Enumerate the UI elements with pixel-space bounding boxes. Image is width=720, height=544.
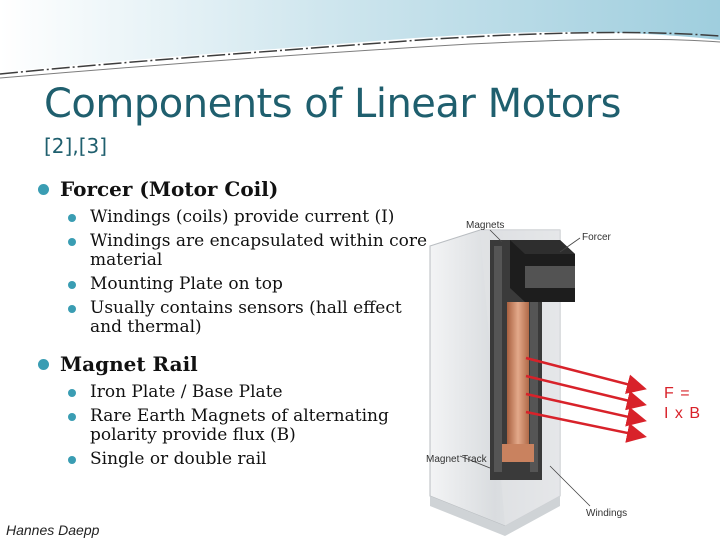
label-windings: Windings: [586, 508, 628, 519]
label-magnet-track: Magnet Track: [426, 454, 487, 465]
bullet-icon: [68, 305, 76, 313]
slide-subtitle: [2],[3]: [44, 134, 108, 158]
slide-title: Components of Linear Motors: [44, 81, 622, 127]
linear-motor-diagram: Magnets Forcer Magnet Track Windings: [410, 206, 720, 540]
bullet-icon: [68, 281, 76, 289]
force-arrow: [525, 410, 647, 443]
bullet-icon: [68, 456, 76, 464]
list-item: Iron Plate / Base Plate: [68, 383, 438, 402]
force-arrows: [459, 229, 647, 507]
header-banner: [0, 0, 720, 79]
label-magnets: Magnets: [466, 220, 505, 231]
bullet-icon: [68, 214, 76, 222]
bullet-icon: [68, 413, 76, 421]
bullet-forcer-label: Forcer (Motor Coil): [60, 177, 279, 201]
list-item: Single or double rail: [68, 450, 438, 469]
bullet-forcer: Forcer (Motor Coil): [38, 176, 438, 202]
bullet-icon: [68, 389, 76, 397]
list-item: Windings (coils) provide current (I): [68, 208, 438, 227]
force-arrow: [525, 374, 647, 411]
linear-motor-illustration: [429, 229, 575, 536]
bullet-magnet-rail-label: Magnet Rail: [60, 352, 198, 376]
list-item: Mounting Plate on top: [68, 275, 438, 294]
bullet-list: Forcer (Motor Coil) Windings (coils) pro…: [38, 176, 438, 474]
forcer-sublist: Windings (coils) provide current (I) Win…: [38, 208, 438, 337]
force-arrow: [525, 356, 647, 394]
magnet-rail-sublist: Iron Plate / Base Plate Rare Earth Magne…: [38, 383, 438, 469]
bullet-icon: [38, 359, 49, 370]
bullet-magnet-rail: Magnet Rail: [38, 351, 438, 377]
list-item: Rare Earth Magnets of alternating polari…: [68, 407, 438, 445]
bullet-icon: [38, 184, 49, 195]
force-arrow: [525, 392, 647, 427]
list-item: Windings are encapsulated within core ma…: [68, 232, 438, 270]
author-credit: Hannes Daepp: [6, 522, 100, 538]
formula-line-2: I x B: [664, 405, 702, 422]
force-formula: F = I x B: [664, 384, 720, 424]
label-forcer: Forcer: [582, 232, 611, 243]
bullet-icon: [68, 238, 76, 246]
formula-line-1: F =: [664, 385, 691, 402]
list-item: Usually contains sensors (hall effect an…: [68, 299, 438, 337]
